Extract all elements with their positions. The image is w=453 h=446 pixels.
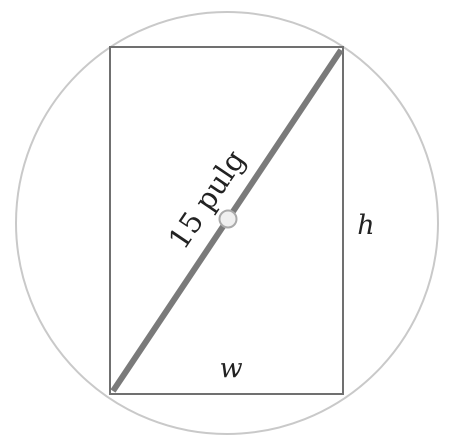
height-label: h [357, 210, 374, 241]
circumscribed-circle [15, 11, 439, 435]
width-label: w [219, 353, 242, 384]
screen-rectangle [109, 46, 344, 395]
center-point [218, 209, 238, 229]
